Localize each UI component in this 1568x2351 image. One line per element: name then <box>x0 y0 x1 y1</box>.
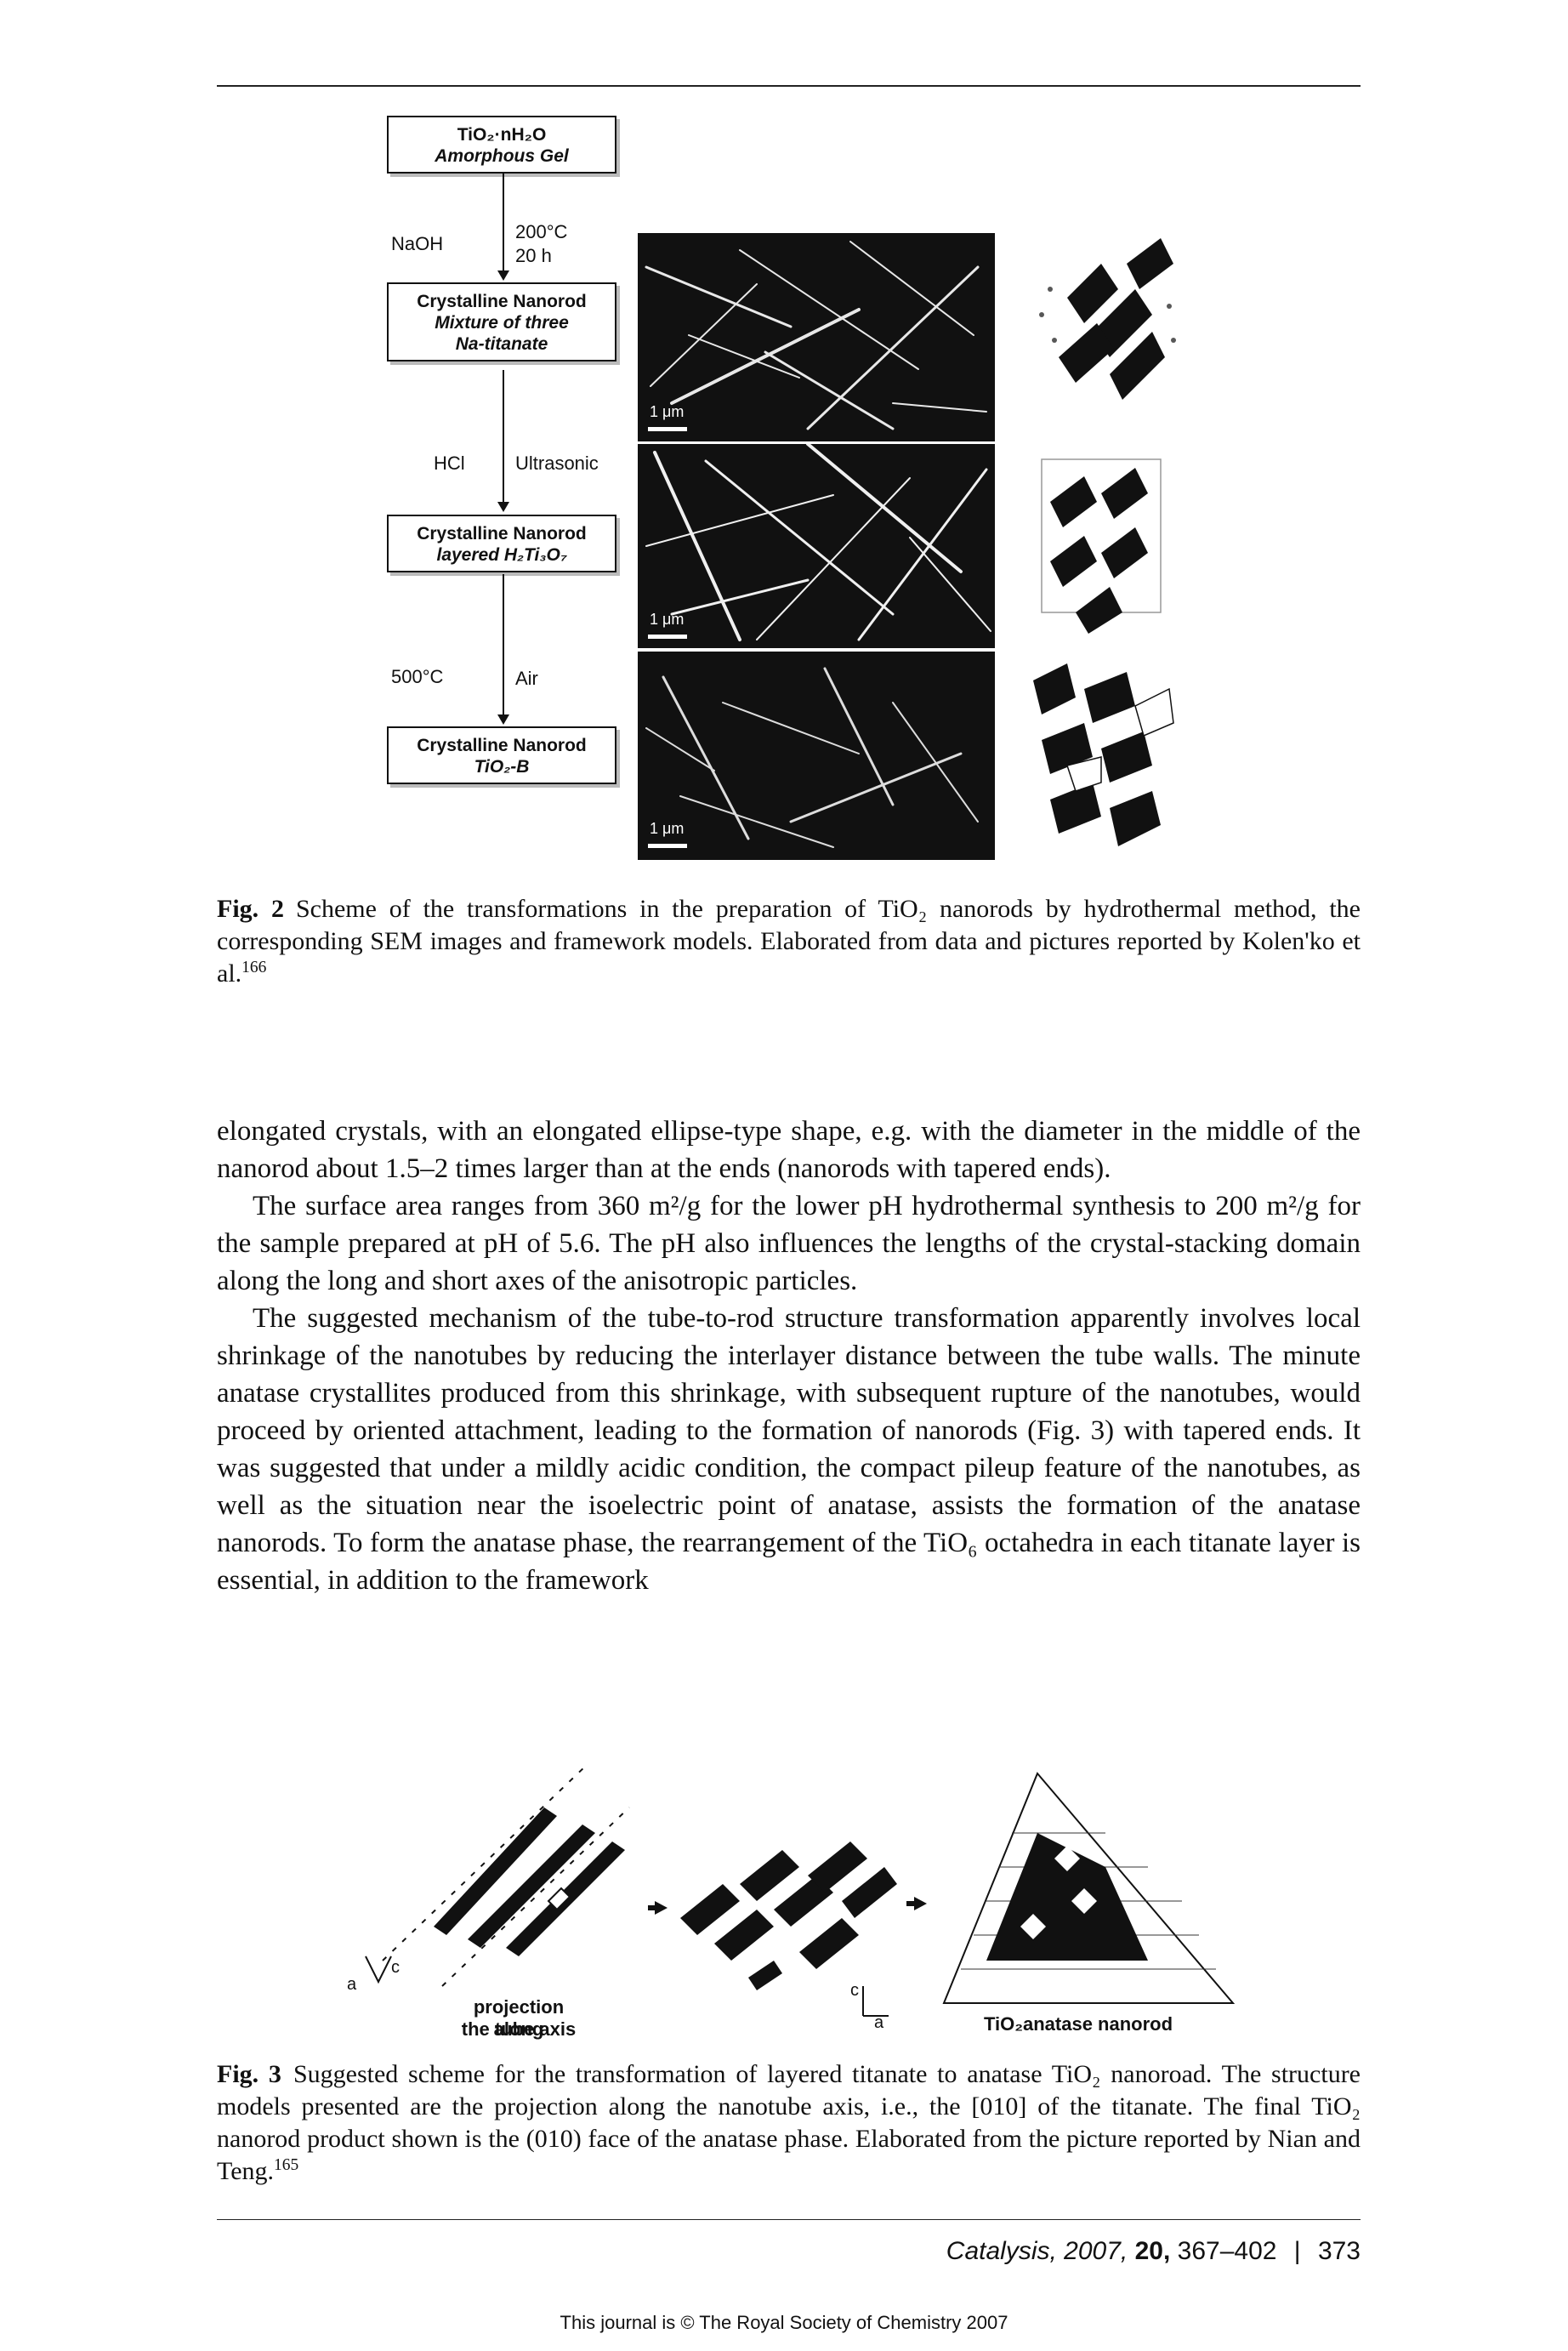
box-line: layered H₂Ti₃O₇ <box>436 545 567 565</box>
reference-number: 166 <box>241 959 267 976</box>
arrow-down-icon <box>497 714 509 725</box>
axis-label: c <box>850 1981 859 2000</box>
framework-model <box>1016 442 1186 638</box>
caption-text: Suggested scheme for the transformation … <box>217 2060 1361 2185</box>
axis-label: c <box>391 1958 400 1977</box>
step-condition: Air <box>515 668 538 689</box>
box-amorphous-gel: TiO₂·nH₂O Amorphous Gel <box>387 116 616 174</box>
framework-model <box>1016 655 1186 859</box>
paragraph: elongated crystals, with an elongated el… <box>217 1116 1361 1184</box>
box-line: TiO₂·nH₂O <box>457 125 547 145</box>
flow-arrow <box>503 574 504 714</box>
bottom-rule <box>217 2219 1361 2220</box>
reference-number: 165 <box>274 2156 299 2174</box>
journal-pages: 367–402 <box>1177 2237 1277 2265</box>
page-number: 373 <box>1317 2237 1361 2265</box>
body-text: elongated crystals, with an elongated el… <box>217 1113 1361 1599</box>
figure-3: a c projection along the tube axis c a T… <box>340 1756 1241 2046</box>
box-line: Crystalline Nanorod <box>417 292 587 311</box>
box-line: Na-titanate <box>455 334 548 354</box>
box-line: TiO₂-B <box>474 757 530 777</box>
nanorod-label: TiO₂anatase nanorod <box>983 2013 1173 2035</box>
box-line: Amorphous Gel <box>435 146 569 166</box>
projection-label: the tube axis <box>461 2018 577 2040</box>
flow-arrow <box>503 370 504 502</box>
journal-name: Catalysis, <box>946 2237 1057 2265</box>
flow-arrow <box>503 206 504 274</box>
scale-label: 1 μm <box>650 820 685 837</box>
sem-image: 1 μm <box>638 652 995 860</box>
journal-citation: Catalysis, 2007, 20, 367–402 | 373 <box>946 2237 1361 2266</box>
box-na-titanate: Crystalline Nanorod Mixture of three Na-… <box>387 282 616 361</box>
arrow-down-icon <box>497 502 509 512</box>
paragraph: The surface area ranges from 360 m²/g fo… <box>217 1191 1361 1296</box>
scale-bar <box>648 844 687 848</box>
journal-volume: 20, <box>1134 2237 1171 2265</box>
figure-3-diagram <box>365 1764 1236 2017</box>
step-condition: HCl <box>434 453 465 474</box>
box-line: Crystalline Nanorod <box>417 736 587 755</box>
caption-label: Fig. 2 <box>217 895 284 923</box>
caption-label: Fig. 3 <box>217 2060 281 2088</box>
axis-label: a <box>874 2013 884 2032</box>
sem-image: 1 μm <box>638 444 995 648</box>
axis-label: a <box>347 1975 357 1994</box>
step-condition: 20 h <box>515 245 552 266</box>
scale-label: 1 μm <box>650 403 685 420</box>
box-tio2-b: Crystalline Nanorod TiO₂-B <box>387 726 616 784</box>
step-condition: Ultrasonic <box>515 453 599 474</box>
journal-year: 2007, <box>1064 2237 1128 2265</box>
box-line: Crystalline Nanorod <box>417 524 587 544</box>
separator: | <box>1293 2237 1301 2265</box>
caption-text: Scheme of the transformations in the pre… <box>217 895 1361 988</box>
sem-image: 1 μm <box>638 233 995 441</box>
projection-label: projection along <box>473 1996 565 2040</box>
scale-bar <box>648 635 687 639</box>
paragraph: The suggested mechanism of the tube-to-r… <box>217 1303 1361 1596</box>
step-condition: 200°C <box>515 221 568 242</box>
scale-label: 1 μm <box>650 611 685 628</box>
copyright-note: This journal is © The Royal Society of C… <box>560 2312 1008 2333</box>
arrow-down-icon <box>497 270 509 281</box>
framework-model <box>1016 230 1186 425</box>
box-layered-titanate: Crystalline Nanorod layered H₂Ti₃O₇ <box>387 515 616 572</box>
figure-2: TiO₂·nH₂O Amorphous Gel NaOH 200°C 20 h … <box>374 111 1190 876</box>
box-line: Mixture of three <box>435 313 569 333</box>
step-condition: NaOH <box>391 233 444 254</box>
step-condition: 500°C <box>391 666 444 687</box>
scale-bar <box>648 427 687 431</box>
top-rule <box>217 85 1361 87</box>
flow-connector <box>503 172 504 206</box>
